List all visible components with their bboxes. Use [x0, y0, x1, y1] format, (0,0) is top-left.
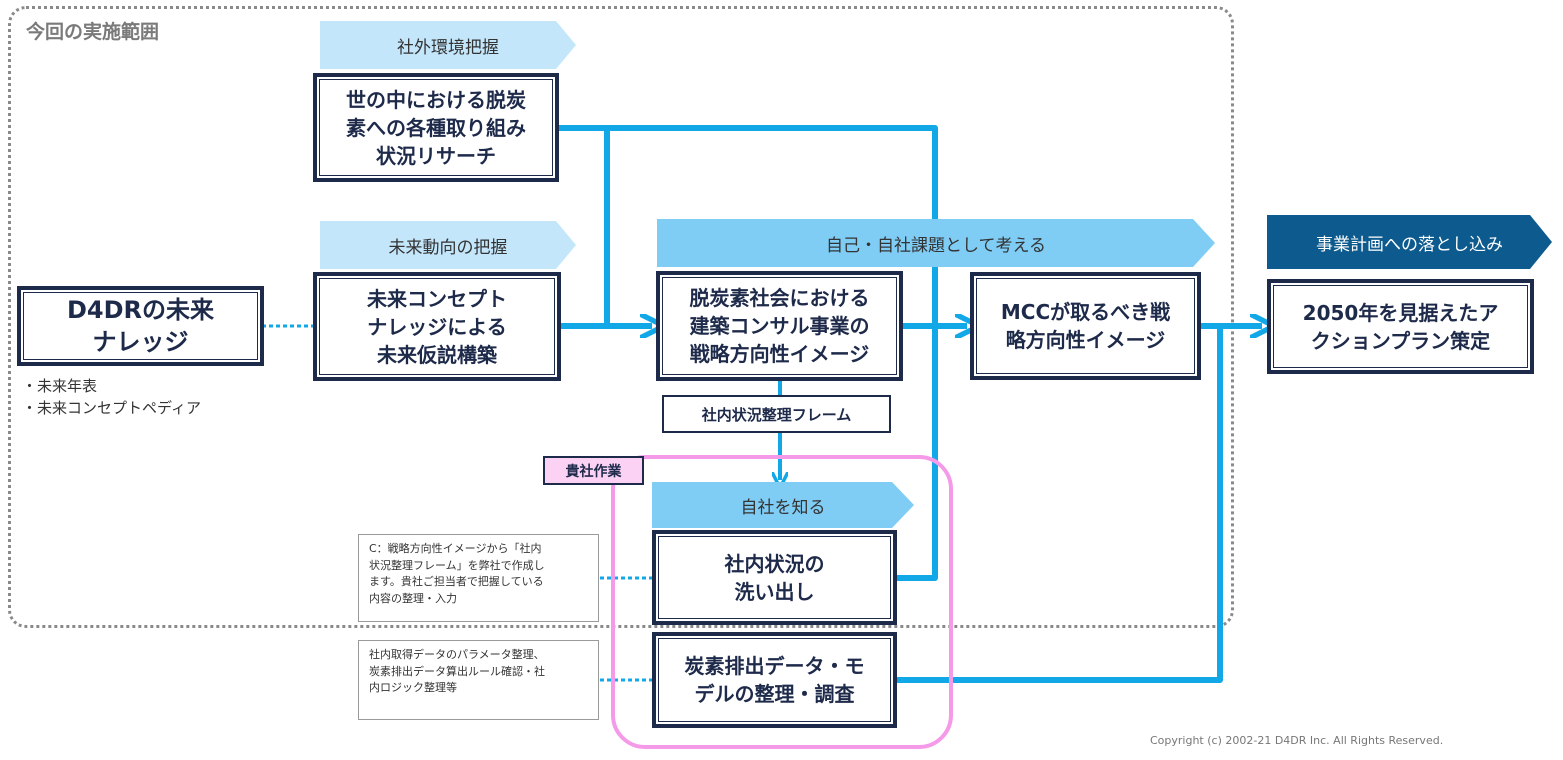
- box-mcc: MCCが取るべき戦 略方向性イメージ: [970, 272, 1201, 380]
- box-internal-status: 社内状況の 洗い出し: [652, 530, 897, 625]
- client-work-frame: [611, 455, 953, 749]
- arrow-research-to-mcc: [558, 125, 938, 581]
- box-d4dr-knowledge: D4DRの未来 ナレッジ: [17, 286, 264, 366]
- box-action-plan: 2050年を見据えたア クションプラン策定: [1267, 279, 1534, 374]
- box-future-concept: 未来コンセプト ナレッジによる 未来仮説構築: [313, 272, 561, 381]
- client-work-tag: 貴社作業: [543, 456, 644, 485]
- box-research: 世の中における脱炭 素への各種取り組み 状況リサーチ: [313, 73, 559, 182]
- bullet-item: ・未来年表: [22, 377, 98, 395]
- banner-know: 自社を知る: [652, 482, 914, 528]
- d4dr-bullets: ・未来年表 ・未来コンセプトペディア: [22, 376, 201, 420]
- scope-frame: [8, 6, 1234, 628]
- note-carbon: 社内取得データのパラメータ整理、 炭素排出データ算出ルール確認・社 内ロジック整…: [358, 640, 599, 720]
- line-carbon-to-action: [893, 326, 1223, 683]
- box-strategy: 脱炭素社会における 建築コンサル事業の 戦略方向性イメージ: [656, 271, 903, 381]
- copyright: Copyright (c) 2002-21 D4DR Inc. All Righ…: [1150, 734, 1444, 747]
- box-carbon-data: 炭素排出データ・モ デルの整理・調査: [652, 632, 897, 728]
- bullet-item: ・未来コンセプトペディア: [22, 398, 201, 417]
- scope-title: 今回の実施範囲: [26, 21, 160, 43]
- internal-frame-label: 社内状況整理フレーム: [662, 395, 891, 433]
- banner-self: 自己・自社課題として考える: [657, 219, 1215, 267]
- banner-plan: 事業計画への落とし込み: [1267, 215, 1552, 269]
- banner-future: 未来動向の把握: [320, 221, 576, 269]
- note-internal: C：戦略方向性イメージから「社内 状況整理フレーム」を弊社で作成し ます。貴社ご…: [358, 534, 599, 622]
- banner-external: 社外環境把握: [320, 21, 576, 69]
